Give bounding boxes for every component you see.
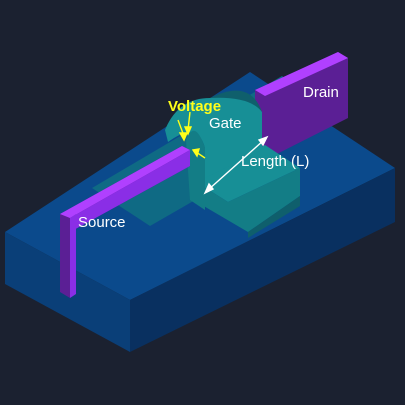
voltage-label: Voltage — [168, 98, 221, 115]
drain-front-face — [255, 52, 348, 160]
source-top-face — [60, 146, 190, 218]
gate-foot-side — [248, 196, 300, 238]
gate-foot-front — [190, 168, 300, 232]
gate-structure — [165, 90, 300, 238]
length-label: Length (L) — [241, 153, 309, 170]
source-label: Source — [78, 214, 126, 231]
source-post-side — [70, 214, 76, 298]
voltage-arrowhead-right — [183, 126, 193, 136]
voltage-arrows — [177, 111, 206, 159]
length-arrow-line — [207, 139, 265, 191]
length-arrowhead-start — [203, 182, 215, 195]
source-electrode — [60, 146, 190, 298]
drain-top-face — [255, 52, 348, 96]
voltage-arrowhead-lower — [191, 148, 200, 158]
source-side-face — [70, 150, 190, 232]
gate-label: Gate — [209, 115, 242, 132]
drain-label: Drain — [303, 84, 339, 101]
drain-electrode — [255, 52, 348, 160]
gate-foot-top — [190, 145, 300, 202]
length-arrowhead-end — [257, 135, 269, 147]
length-arrow — [203, 135, 269, 195]
substrate-side-face — [130, 168, 395, 352]
gate-inner-face — [186, 130, 205, 210]
voltage-arrowhead-left — [178, 132, 189, 142]
